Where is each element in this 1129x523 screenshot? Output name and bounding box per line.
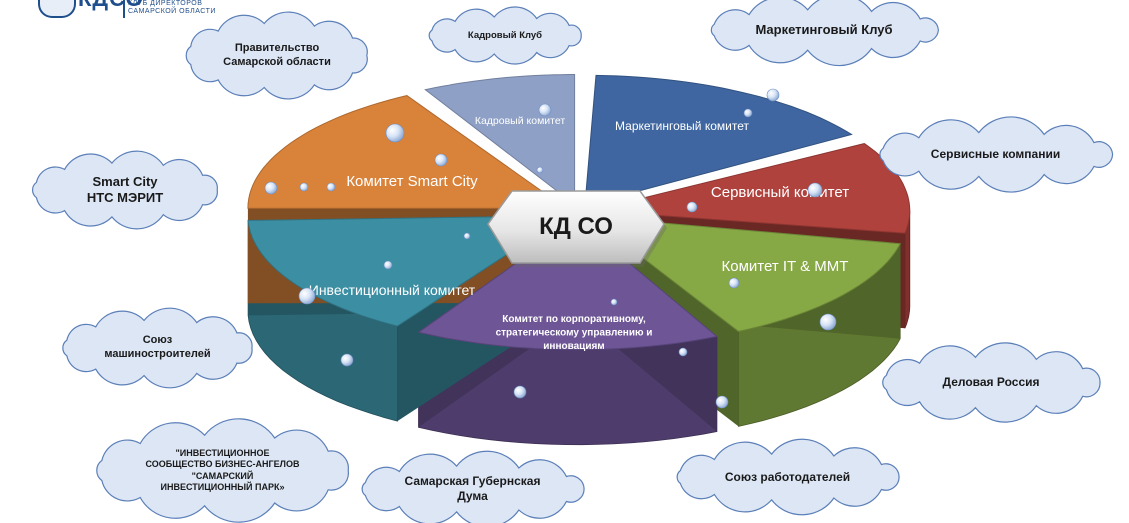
bubble	[686, 201, 698, 213]
logo-divider	[123, 0, 125, 18]
bubble	[383, 260, 393, 270]
segment-marketing	[584, 74, 853, 206]
cloud-service-companies: Сервисные компании	[868, 116, 1123, 193]
cloud-shape	[676, 438, 900, 516]
cloud-label: Кадровый Клуб	[467, 29, 543, 41]
cloud-delovaya-rossiya: Деловая Россия	[870, 342, 1112, 423]
cloud-shape	[882, 342, 1101, 423]
segment-invest	[247, 215, 568, 327]
cloud-label: Союз работодателей	[724, 469, 851, 484]
cloud-marketing-club: Маркетинговый Клуб	[700, 0, 948, 67]
center-label: КД СО	[539, 213, 613, 240]
bubble	[434, 153, 448, 167]
cloud-shape	[185, 11, 368, 100]
cloud-label: Маркетинговый Клуб	[755, 21, 893, 37]
bubble	[326, 182, 336, 192]
committee-label-it: Комитет IT & ММТ	[722, 258, 849, 275]
cloud-label: Союз машиностроителей	[104, 334, 211, 360]
cloud-shape	[96, 418, 349, 523]
bubble	[728, 277, 740, 289]
cloud-label: Сервисные компании	[930, 147, 1061, 161]
committee-label-marketing: Маркетинговый комитет	[615, 119, 749, 133]
cloud-label: Smart City НТС МЭРИТ	[86, 173, 164, 205]
bubble	[743, 108, 753, 118]
committee-label-smartcity: Комитет Smart City	[346, 173, 478, 190]
cloud-label: Правительство Самарской области	[223, 41, 331, 68]
cloud-kadry-club: Кадровый Клуб	[420, 6, 590, 65]
center-hexagon: КД СО	[487, 190, 667, 267]
committee-label-kadry: Кадровый комитет	[475, 115, 565, 127]
bubbles	[264, 88, 837, 409]
bubble	[536, 166, 544, 174]
cloud-shape	[32, 150, 218, 230]
committee-label-service: Сервисный комитет	[711, 184, 849, 201]
segment-corp	[417, 219, 719, 351]
cloud-shape	[879, 116, 1114, 193]
cloud-shape	[62, 307, 253, 389]
bubble	[766, 88, 780, 102]
cloud-shape	[428, 6, 582, 65]
committee-label-invest: Инвестиционный комитет	[309, 282, 476, 298]
cloud-machine-builders: Союз машиностроителей	[50, 307, 265, 389]
pie-tops	[247, 74, 911, 351]
segment-kadry	[424, 74, 576, 206]
bubble	[298, 287, 316, 305]
segment-it	[587, 215, 902, 332]
cloud-shape	[710, 0, 940, 67]
cloud-shape	[361, 450, 585, 523]
bubble	[807, 182, 823, 198]
cloud-label: "ИНВЕСТИЦИОННОЕ СООБЩЕСТВО БИЗНЕС-АНГЕЛО…	[145, 448, 300, 492]
bubble	[678, 347, 688, 357]
bubble	[340, 353, 354, 367]
bubble	[538, 103, 552, 117]
cloud-samara-duma: Самарская Губернская Дума	[350, 450, 595, 523]
bubble	[715, 395, 729, 409]
logo-subtitle-line1: КЛУБ ДИРЕКТОРОВ	[128, 0, 203, 7]
cloud-employers-union: Союз работодателей	[665, 438, 910, 516]
cloud-label: Самарская Губернская Дума	[404, 474, 541, 503]
bubble	[610, 298, 618, 306]
bubble	[513, 385, 527, 399]
bubble	[299, 182, 309, 192]
cloud-investment-community: "ИНВЕСТИЦИОННОЕ СООБЩЕСТВО БИЗНЕС-АНГЕЛО…	[80, 418, 365, 523]
bubble	[819, 313, 837, 331]
committee-label-corp: Комитет по корпоративному,стратегическом…	[496, 314, 653, 352]
cloud-label: Деловая Россия	[942, 375, 1040, 389]
cloud-government: Правительство Самарской области	[172, 8, 382, 103]
bubble	[385, 123, 405, 143]
bubble	[264, 181, 278, 195]
shield-icon	[38, 0, 76, 18]
segment-smartcity	[247, 95, 568, 209]
bubble	[463, 232, 471, 240]
cloud-smart-city-nts: Smart City НТС МЭРИТ	[20, 150, 230, 230]
logo-subtitle-line2: САМАРСКОЙ ОБЛАСТИ	[128, 8, 216, 15]
